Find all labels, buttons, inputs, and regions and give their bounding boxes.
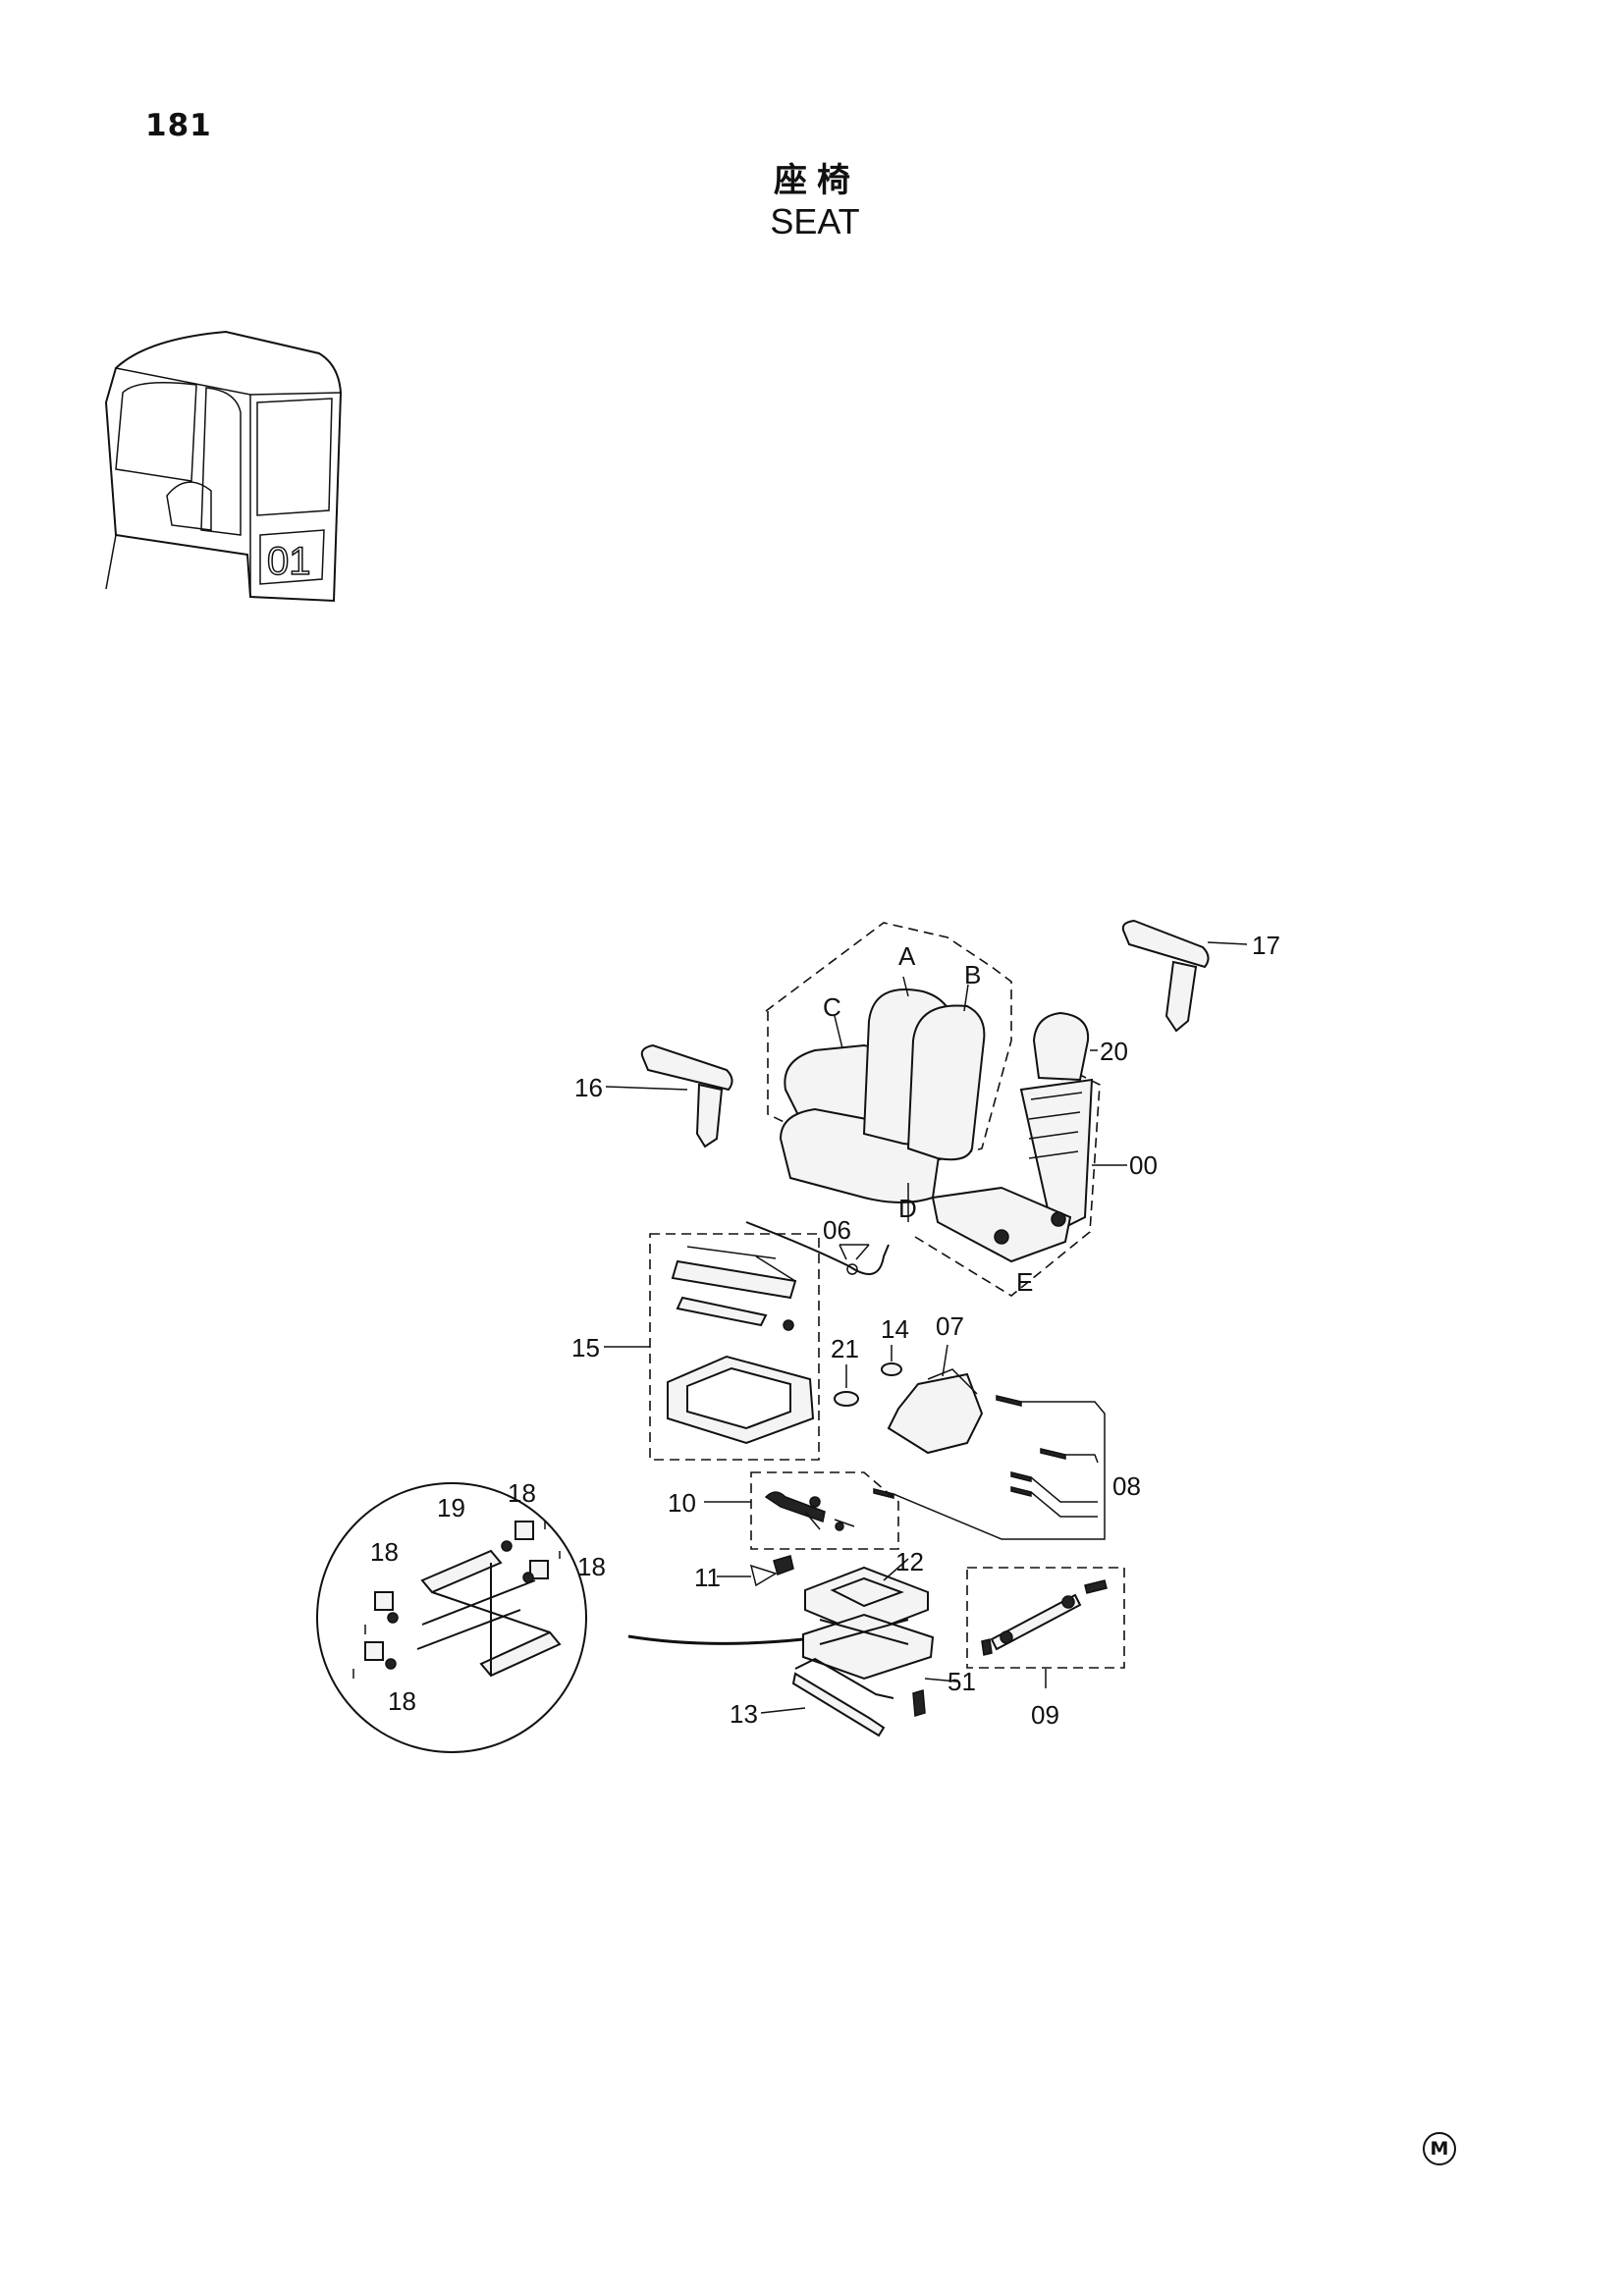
letter-e: E bbox=[1016, 1267, 1033, 1297]
callout-06: 06 bbox=[823, 1215, 851, 1245]
callout-07: 07 bbox=[936, 1311, 964, 1341]
detail-magnifier-circle bbox=[316, 1482, 587, 1753]
callout-12: 12 bbox=[895, 1547, 924, 1576]
callout-21: 21 bbox=[831, 1334, 859, 1363]
title-chinese: 座椅 bbox=[774, 161, 860, 200]
letter-a: A bbox=[898, 941, 916, 971]
callout-51: 51 bbox=[947, 1667, 976, 1696]
publisher-mark-icon: M bbox=[1423, 2132, 1456, 2165]
callout-18b: 18 bbox=[508, 1478, 536, 1508]
callout-00: 00 bbox=[1129, 1150, 1158, 1180]
page-number: 181 bbox=[145, 108, 212, 143]
callout-09: 09 bbox=[1031, 1700, 1059, 1730]
callout-15: 15 bbox=[571, 1333, 600, 1362]
callout-18a: 18 bbox=[370, 1537, 399, 1567]
seat-exploded-view bbox=[316, 919, 1248, 1753]
callout-13: 13 bbox=[730, 1699, 758, 1729]
svg-text:01: 01 bbox=[267, 540, 311, 583]
callout-18c: 18 bbox=[577, 1552, 606, 1581]
callout-14: 14 bbox=[881, 1314, 909, 1344]
callout-19: 19 bbox=[437, 1493, 465, 1522]
cab-icon: 01 bbox=[104, 330, 343, 603]
callout-20: 20 bbox=[1100, 1037, 1128, 1066]
letter-b: B bbox=[964, 960, 981, 989]
letter-d: D bbox=[898, 1194, 917, 1223]
callout-18d: 18 bbox=[388, 1686, 416, 1716]
callout-08: 08 bbox=[1112, 1471, 1141, 1501]
title-english: SEAT bbox=[770, 201, 860, 241]
callout-16: 16 bbox=[574, 1073, 603, 1102]
letter-c: C bbox=[823, 992, 841, 1022]
callout-10: 10 bbox=[668, 1488, 696, 1518]
callout-17: 17 bbox=[1252, 931, 1280, 960]
callout-11: 11 bbox=[694, 1563, 721, 1592]
